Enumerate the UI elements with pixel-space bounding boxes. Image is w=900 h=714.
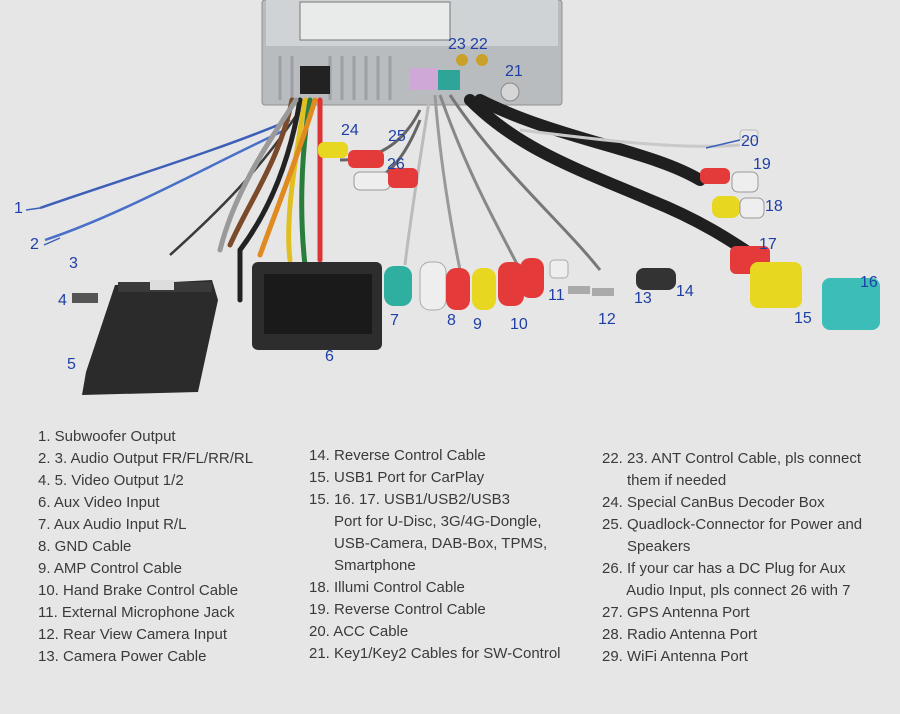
legend-item: 1. Subwoofer Output [38,428,176,445]
legend-item: 9. AMP Control Cable [38,560,182,577]
legend-item: 21. Key1/Key2 Cables for SW-Control [309,645,561,662]
legend-item: 18. Illumi Control Cable [309,579,465,596]
callout-4: 4 [58,292,67,309]
legend-item: Speakers [602,538,691,555]
mic-jack-tip [568,286,590,294]
callout-16: 16 [860,274,878,291]
callout-12: 12 [598,311,616,328]
legend-item: 2. 3. Audio Output FR/FL/RR/RL [38,450,254,467]
callout-11: 11 [548,287,565,304]
legend-item: 12. Rear View Camera Input [38,626,227,643]
legend-item: 4. 5. Video Output 1/2 [38,472,184,489]
legend-item: 14. Reverse Control Cable [309,447,486,464]
usb-connectors [730,246,880,330]
callout-6: 6 [325,348,334,365]
legend-column-2: 14. Reverse Control Cable 15. USB1 Port … [309,445,561,665]
rca-plugs-top [318,142,418,191]
callout-20: 20 [741,133,759,150]
legend-item: 19. Reverse Control Cable [309,601,486,618]
legend-item: 27. GPS Antenna Port [602,604,750,621]
callout-leaders [25,139,741,246]
callout-1: 1 [14,200,23,217]
legend-item: 7. Aux Audio Input R/L [38,516,187,533]
legend-item: 15. USB1 Port for CarPlay [309,469,485,486]
legend-item: 29. WiFi Antenna Port [602,648,748,665]
callout-2: 2 [30,236,39,253]
callout-8: 8 [447,312,456,329]
legend-item: Audio Input, pls connect 26 with 7 [602,582,851,599]
callout-13: 13 [634,290,652,307]
callout-10: 10 [510,316,528,333]
callout-5: 5 [67,356,76,373]
legend-item: 26. If your car has a DC Plug for Aux [602,560,846,577]
legend-item: 6. Aux Video Input [38,494,160,511]
callout-14: 14 [676,283,694,300]
video-out-plug [72,293,98,303]
legend-item: 13. Camera Power Cable [38,648,207,665]
legend-item: 8. GND Cable [38,538,132,555]
legend-item: them if needed [602,472,727,489]
callout-23: 23 [448,36,466,53]
quadlock-connector [252,262,382,350]
legend-item: Smartphone [309,557,416,574]
callout-26: 26 [387,156,405,173]
callout-17: 17 [759,236,777,253]
legend-column-1: 1. Subwoofer Output 2. 3. Audio Output F… [38,426,253,668]
callout-25: 25 [388,128,406,145]
legend-item: 28. Radio Antenna Port [602,626,758,643]
callout-19: 19 [753,156,771,173]
legend-item: 24. Special CanBus Decoder Box [602,494,825,511]
legend-item: 25. Quadlock-Connector for Power and [602,516,863,533]
callout-3: 3 [69,255,78,272]
callout-7: 7 [390,312,399,329]
callout-9: 9 [473,316,482,333]
callout-22: 22 [470,36,488,53]
head-unit [261,0,563,106]
legend-item: Port for U-Disc, 3G/4G-Dongle, [309,513,542,530]
legend-item: USB-Camera, DAB-Box, TPMS, [309,535,548,552]
legend-item: 10. Hand Brake Control Cable [38,582,239,599]
callout-21: 21 [505,63,523,80]
callout-18: 18 [765,198,783,215]
usb-bundle [464,94,766,266]
legend-item: 15. 16. 17. USB1/USB2/USB3 [309,491,510,508]
rca-plugs-bottom [384,258,676,311]
rca-plugs-right [700,129,765,219]
legend-item: 20. ACC Cable [309,623,409,640]
main-bundle [217,97,323,303]
canbus-box [82,280,218,395]
callout-15: 15 [794,310,812,327]
callout-24: 24 [341,122,359,139]
legend-column-3: 22. 23. ANT Control Cable, pls connect t… [602,448,862,668]
camera-plug-tip [592,288,614,296]
legend-item: 11. External Microphone Jack [38,604,235,621]
legend-item: 22. 23. ANT Control Cable, pls connect [602,450,862,467]
